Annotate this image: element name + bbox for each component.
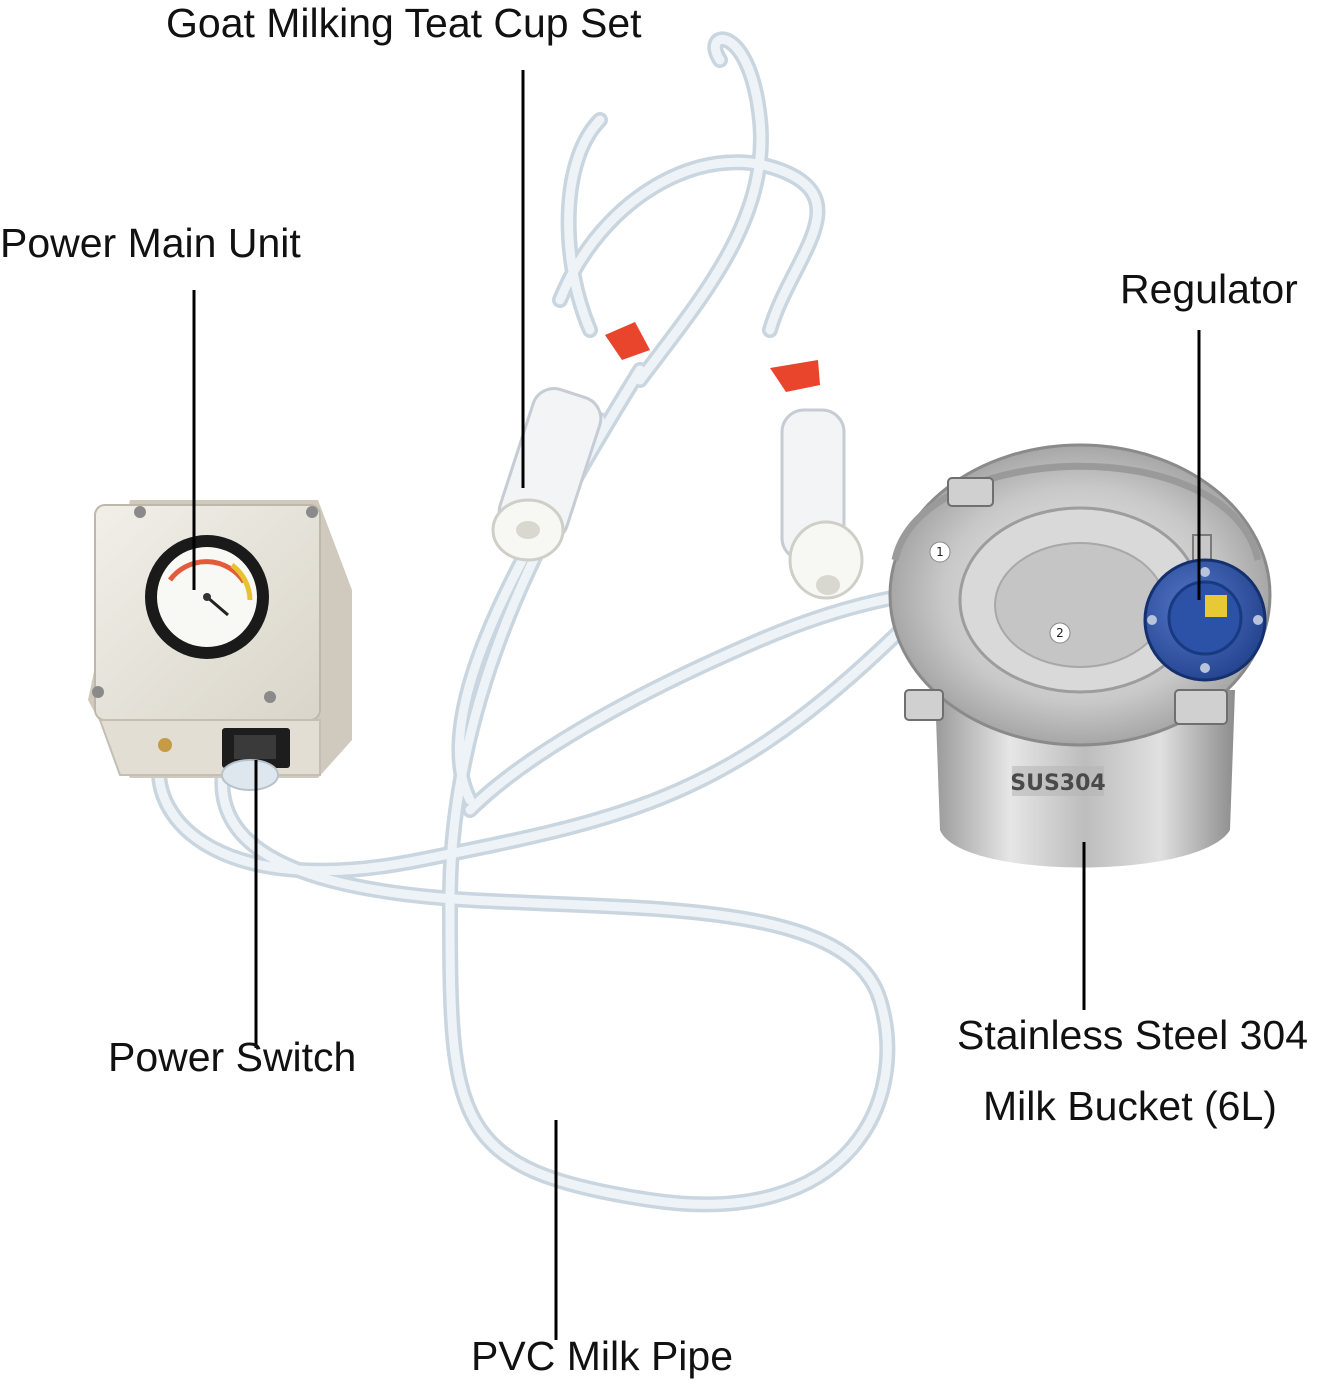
tube-clamp-red-right (770, 360, 820, 392)
label-power-switch: Power Switch (108, 1034, 357, 1080)
callout-leader-lines (192, 70, 1201, 1340)
teat-cup-left (491, 387, 603, 562)
tube-clamp-red-left (605, 322, 650, 360)
teat-cup-set (491, 322, 864, 600)
label-regulator: Regulator (1120, 266, 1298, 312)
vacuum-gauge (145, 535, 269, 659)
lid-clamp (904, 477, 1228, 725)
pvc-milk-pipes (151, 31, 1083, 1213)
label-power-main-unit: Power Main Unit (0, 220, 301, 266)
label-bucket-line1: Stainless Steel 304 (957, 1012, 1309, 1058)
label-teat-cup-set: Goat Milking Teat Cup Set (166, 0, 642, 46)
screw (92, 506, 318, 703)
power-main-unit (88, 500, 352, 791)
air-port (158, 738, 172, 752)
lid-port-number-1: 1 (936, 545, 944, 559)
regulator (1143, 534, 1267, 682)
lid-port-number-2: 2 (1056, 626, 1064, 640)
label-pvc-milk-pipe: PVC Milk Pipe (471, 1333, 734, 1379)
label-bucket-line2: Milk Bucket (6L) (983, 1083, 1277, 1129)
power-switch-body (222, 728, 290, 768)
bucket-handle (891, 462, 1262, 561)
bucket-stamp: SUS304 (1010, 771, 1105, 796)
inline-filter (221, 759, 279, 791)
teat-cup-right (780, 408, 864, 600)
